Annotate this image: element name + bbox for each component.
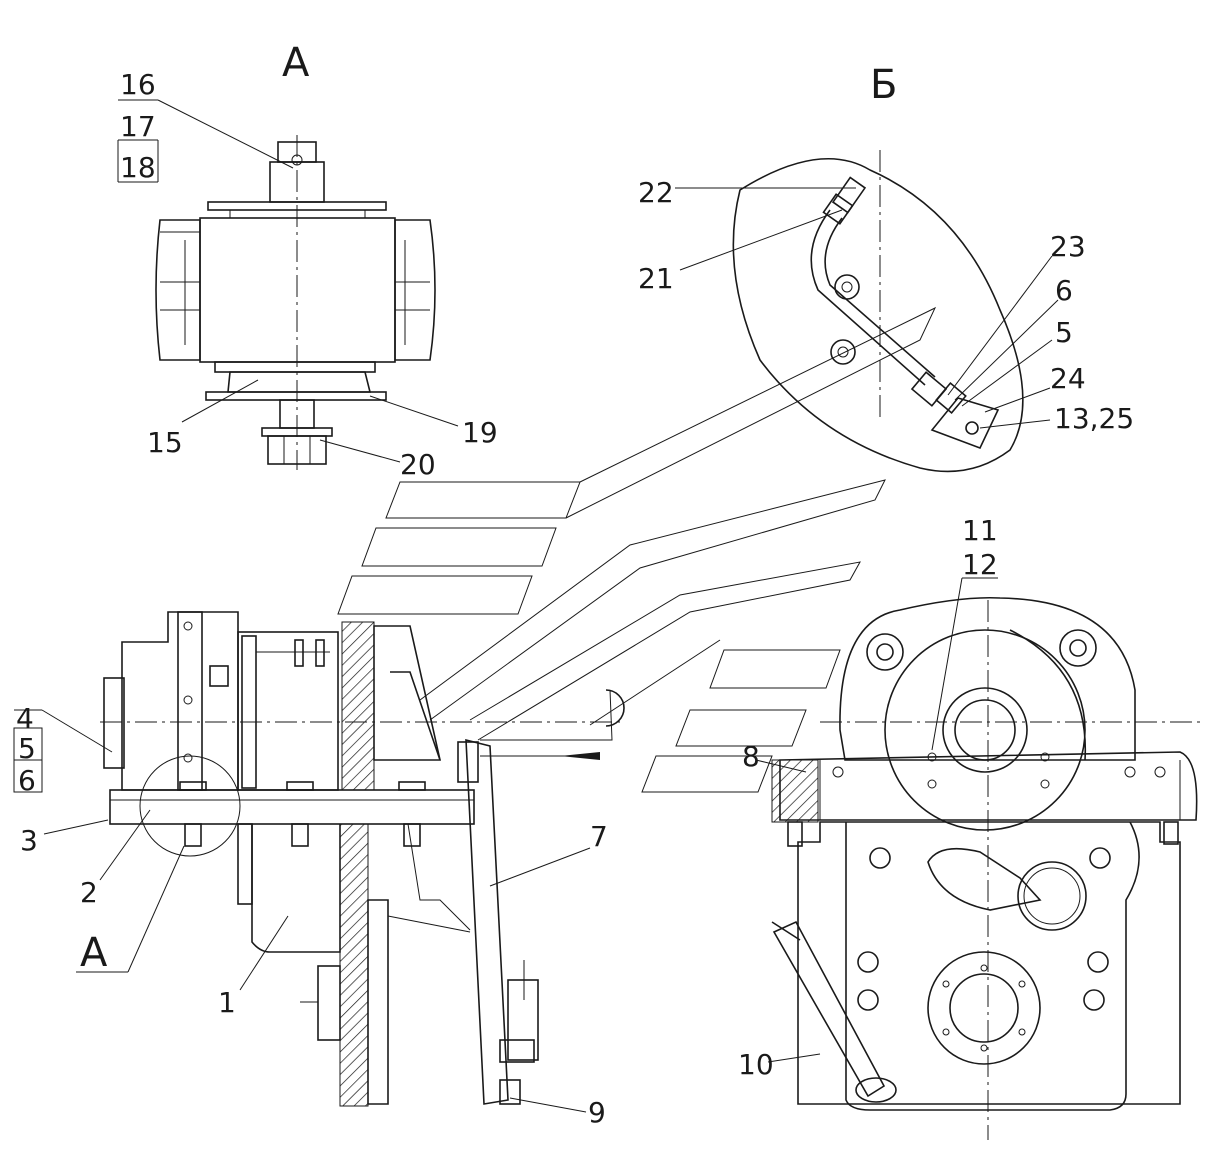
view-label-b-top: Б <box>870 62 897 108</box>
callout-21: 21 <box>638 262 674 295</box>
callout-5-b: 5 <box>1055 316 1073 349</box>
callout-2: 2 <box>80 876 98 909</box>
callout-23: 23 <box>1050 230 1086 263</box>
callout-16: 16 <box>120 68 156 101</box>
callout-24: 24 <box>1050 362 1086 395</box>
callout-13-25: 13,25 <box>1054 402 1134 435</box>
section-outlines <box>337 306 937 793</box>
callout-1: 1 <box>218 986 236 1019</box>
callout-19: 19 <box>462 416 498 449</box>
callout-20: 20 <box>400 448 436 481</box>
callout-9: 9 <box>588 1096 606 1129</box>
callout-11: 11 <box>962 514 998 547</box>
view-b-detail <box>675 150 1059 473</box>
view-label-a-main: А <box>80 930 108 976</box>
callout-15: 15 <box>147 426 183 459</box>
callout-4: 4 <box>16 702 34 735</box>
callout-12: 12 <box>962 548 998 581</box>
callout-22: 22 <box>638 176 674 209</box>
callout-8: 8 <box>742 740 760 773</box>
view-a-detail <box>117 99 459 470</box>
callout-18: 18 <box>120 151 156 184</box>
callout-7: 7 <box>590 820 608 853</box>
callout-6: 6 <box>18 764 36 797</box>
callout-10: 10 <box>738 1048 774 1081</box>
callout-17: 17 <box>120 110 156 143</box>
front-view <box>755 577 1200 1140</box>
callout-6-b: 6 <box>1055 274 1073 307</box>
side-view <box>13 611 620 1113</box>
callout-3: 3 <box>20 824 38 857</box>
view-label-a-top: A <box>282 40 310 86</box>
callout-5: 5 <box>18 732 36 765</box>
